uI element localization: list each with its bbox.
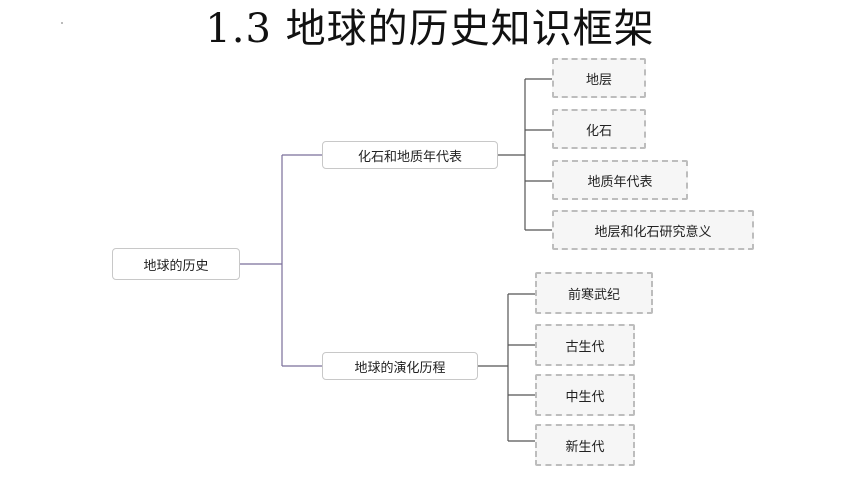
leaf-node-paleozoic[interactable]: 古生代 — [535, 324, 635, 366]
branch1-connector — [498, 78, 552, 231]
leaf-node-cenozoic[interactable]: 新生代 — [535, 424, 635, 466]
root-node[interactable]: 地球的历史 — [112, 248, 240, 280]
stray-dot — [61, 22, 63, 24]
branch2-connector — [478, 293, 535, 442]
root-connector — [240, 154, 322, 367]
leaf-node-mesozoic[interactable]: 中生代 — [535, 374, 635, 416]
leaf-node-precambrian[interactable]: 前寒武纪 — [535, 272, 653, 314]
page-title: 1.3 地球的历史知识框架 — [205, 6, 655, 52]
branch-node-earth-evolution[interactable]: 地球的演化历程 — [322, 352, 478, 380]
leaf-node-fossil[interactable]: 化石 — [552, 109, 646, 149]
leaf-node-strata[interactable]: 地层 — [552, 58, 646, 98]
leaf-node-research-significance[interactable]: 地层和化石研究意义 — [552, 210, 754, 250]
branch-node-fossil-geologic[interactable]: 化石和地质年代表 — [322, 141, 498, 169]
leaf-node-geologic-timescale[interactable]: 地质年代表 — [552, 160, 688, 200]
